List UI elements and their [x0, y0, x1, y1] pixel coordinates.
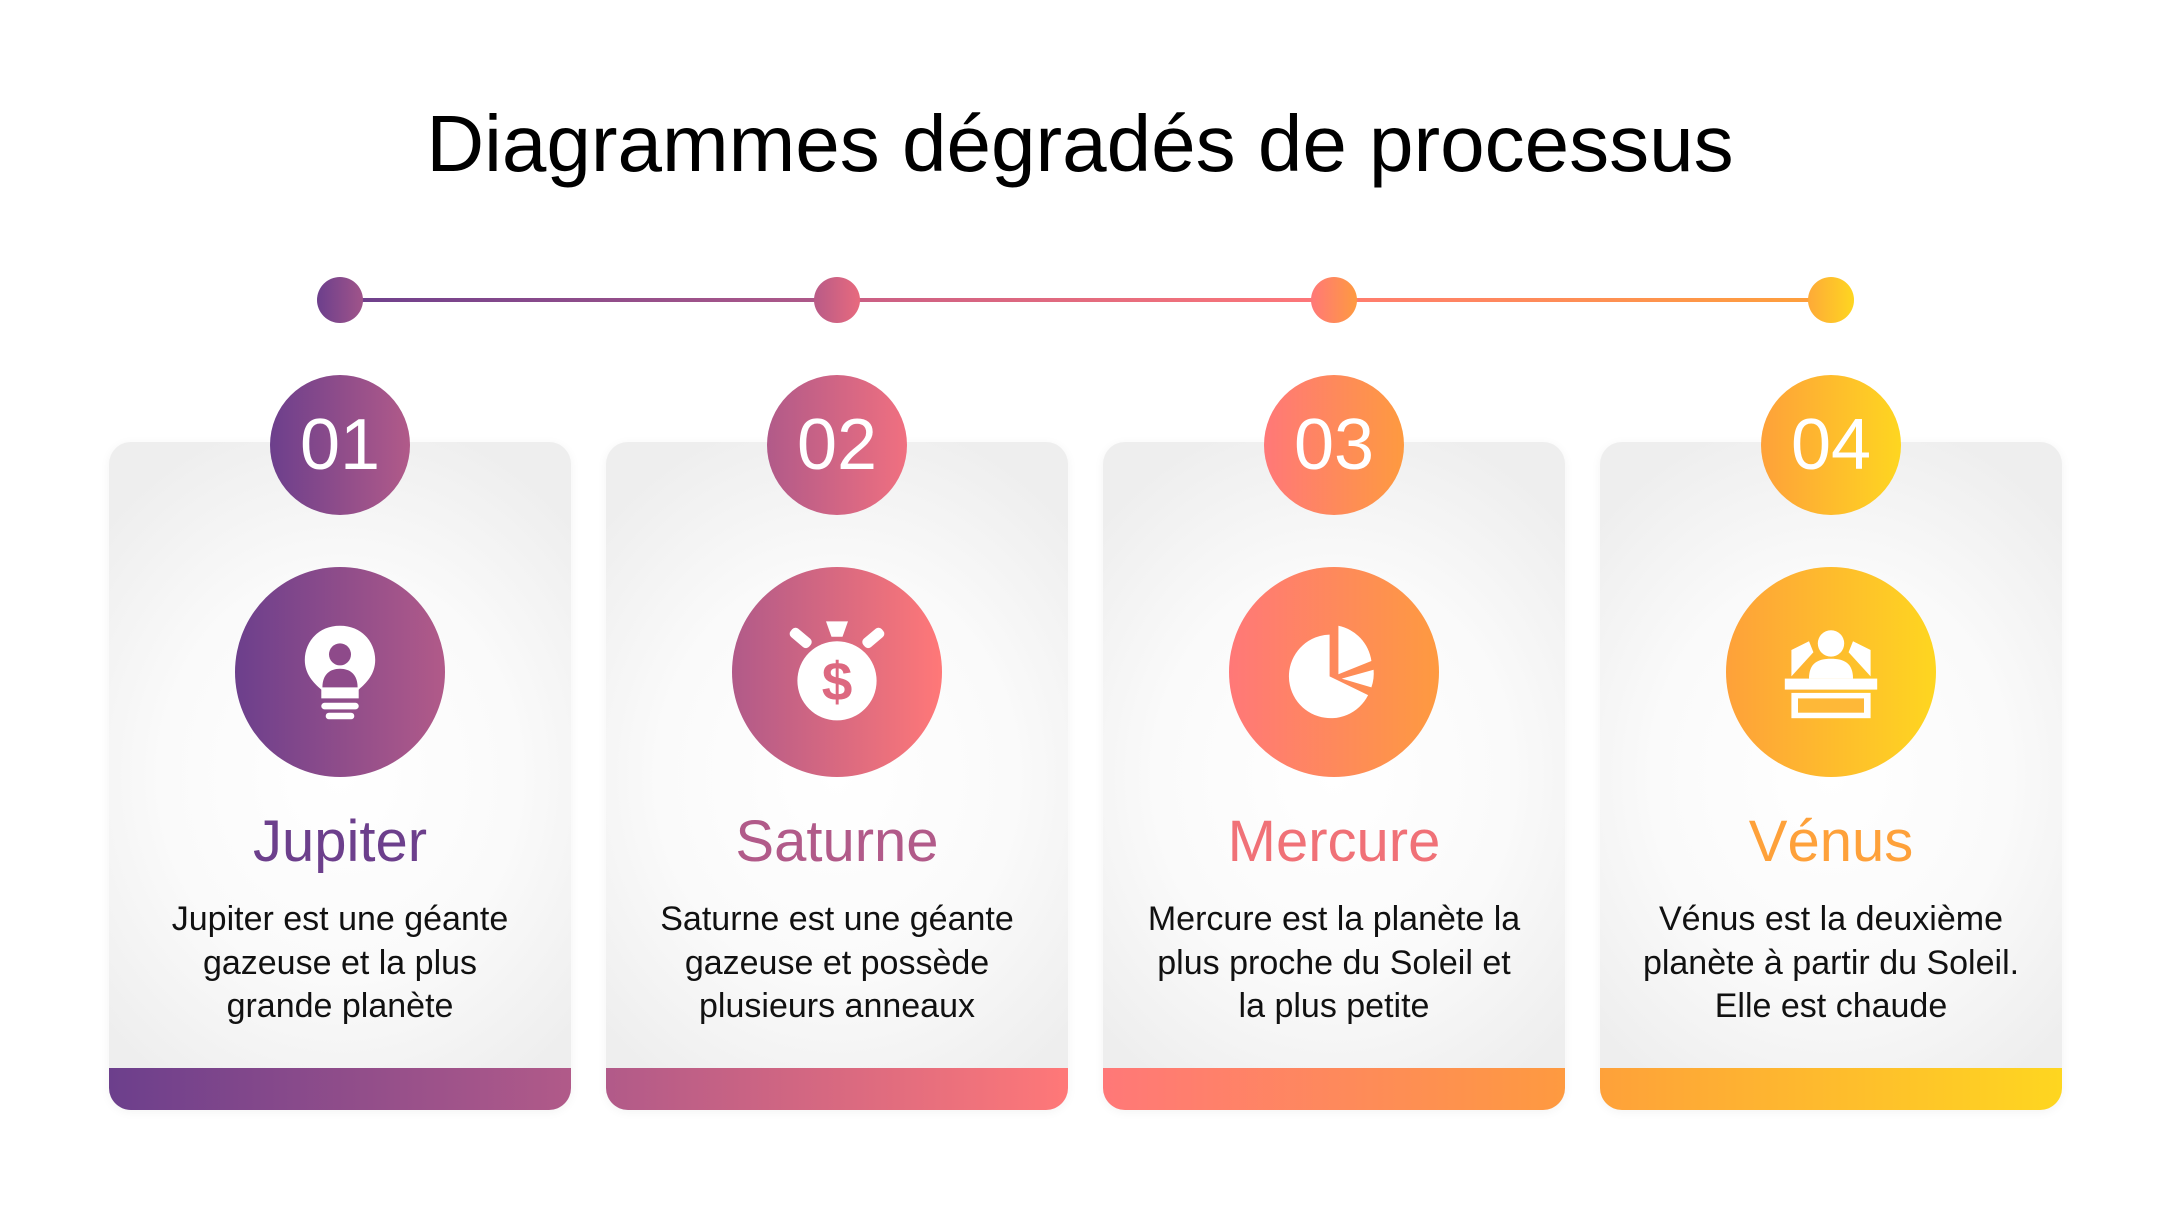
step-icon-circle-1 [235, 567, 445, 777]
step-number-badge: 02 [767, 375, 907, 515]
svg-text:$: $ [822, 651, 853, 713]
step-bar [606, 1068, 1068, 1110]
step-description: Vénus est la deuxième planète à partir d… [1642, 900, 2020, 1025]
pie-chart-icon [1288, 625, 1374, 719]
step-number-badge: 04 [1761, 375, 1901, 515]
timeline-dot-4 [1808, 277, 1854, 323]
step-title: Vénus [1748, 809, 1914, 874]
step-icon-circle-3 [1229, 567, 1439, 777]
lightbulb-person-icon [304, 625, 376, 720]
reception-desk-icon [1784, 630, 1878, 719]
timeline-segment-1 [340, 298, 837, 302]
step-description: Saturne est une géante gazeuse et possèd… [660, 900, 1014, 1025]
page-title: Diagrammes dégradés de processus [426, 99, 1734, 188]
step-title: Mercure [1227, 809, 1441, 874]
step-bar [1103, 1068, 1565, 1110]
timeline-segment-2 [837, 298, 1334, 302]
step-icon-circle-2: $ [732, 567, 942, 777]
step-title: Saturne [735, 809, 939, 874]
step-icon-circle-4 [1726, 567, 1936, 777]
step-bar [1600, 1068, 2062, 1110]
timeline-dot-3 [1311, 277, 1357, 323]
step-description: Mercure est la planète la plus proche du… [1147, 900, 1521, 1025]
money-bag-icon: $ [789, 621, 885, 721]
step-number-badge: 03 [1264, 375, 1404, 515]
step-number-badge: 01 [270, 375, 410, 515]
step-bar [109, 1068, 571, 1110]
step-description: Jupiter est une géante gazeuse et la plu… [171, 900, 509, 1025]
timeline-dot-1 [317, 277, 363, 323]
timeline-segment-3 [1334, 298, 1831, 302]
step-title: Jupiter [252, 809, 428, 874]
timeline-dot-2 [814, 277, 860, 323]
